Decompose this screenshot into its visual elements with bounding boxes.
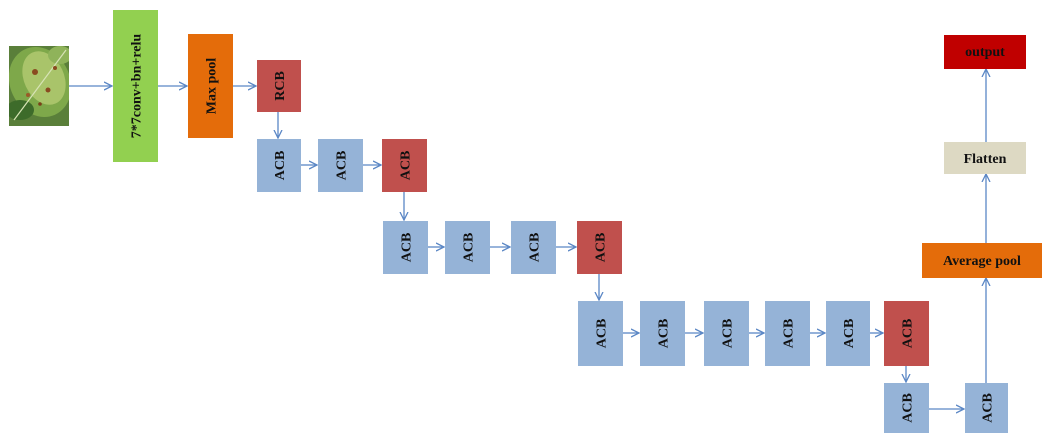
node-acb-label: ACB xyxy=(657,319,672,349)
node-acb-r3-5: ACB xyxy=(826,301,870,366)
node-acb-r2-3: ACB xyxy=(511,221,556,274)
node-acb-r4-1: ACB xyxy=(884,383,929,433)
node-rcb-1: RCB xyxy=(257,60,301,112)
node-acb-r2-1: ACB xyxy=(383,221,428,274)
node-acb-r3-2: ACB xyxy=(640,301,685,366)
node-acb-label: ACB xyxy=(721,319,736,349)
node-acb-label: ACB xyxy=(528,233,543,263)
node-acb-r4-2: ACB xyxy=(965,383,1008,433)
edges xyxy=(69,69,986,409)
node-maxpool: Max pool xyxy=(188,34,233,138)
node-maxpool-label: Max pool xyxy=(205,58,220,115)
node-acb-label: ACB xyxy=(594,233,609,263)
node-conv-label: 7*7conv+bn+relu xyxy=(130,34,145,139)
node-average-pool-label: Average pool xyxy=(943,254,1021,269)
node-acb-label: ACB xyxy=(901,319,916,349)
node-acb-label: ACB xyxy=(842,319,857,349)
node-acb-r3-3: ACB xyxy=(704,301,749,366)
node-acb-r3-4: ACB xyxy=(765,301,810,366)
node-acb-r1-1: ACB xyxy=(257,139,301,192)
node-acb-label: ACB xyxy=(273,151,288,181)
node-acb-label: ACB xyxy=(981,393,996,423)
node-acb-r2-4-highlight: ACB xyxy=(577,221,622,274)
node-acb-label: ACB xyxy=(595,319,610,349)
node-output: output xyxy=(944,35,1026,69)
node-conv: 7*7conv+bn+relu xyxy=(113,10,158,162)
node-acb-r3-1: ACB xyxy=(578,301,623,366)
node-output-label: output xyxy=(965,45,1005,60)
input-leaf-image xyxy=(9,46,69,126)
node-acb-label: ACB xyxy=(782,319,797,349)
node-acb-r1-2: ACB xyxy=(318,139,363,192)
node-acb-label: ACB xyxy=(335,151,350,181)
node-average-pool: Average pool xyxy=(922,243,1042,278)
node-acb-label: ACB xyxy=(399,151,414,181)
node-rcb-1-label: RCB xyxy=(273,71,288,101)
node-acb-label: ACB xyxy=(400,233,415,263)
node-acb-r1-3-highlight: ACB xyxy=(382,139,427,192)
node-flatten-label: Flatten xyxy=(964,152,1007,167)
node-acb-label: ACB xyxy=(901,393,916,423)
node-acb-r2-2: ACB xyxy=(445,221,490,274)
node-acb-r3-6-highlight: ACB xyxy=(884,301,929,366)
node-acb-label: ACB xyxy=(462,233,477,263)
node-flatten: Flatten xyxy=(944,142,1026,174)
